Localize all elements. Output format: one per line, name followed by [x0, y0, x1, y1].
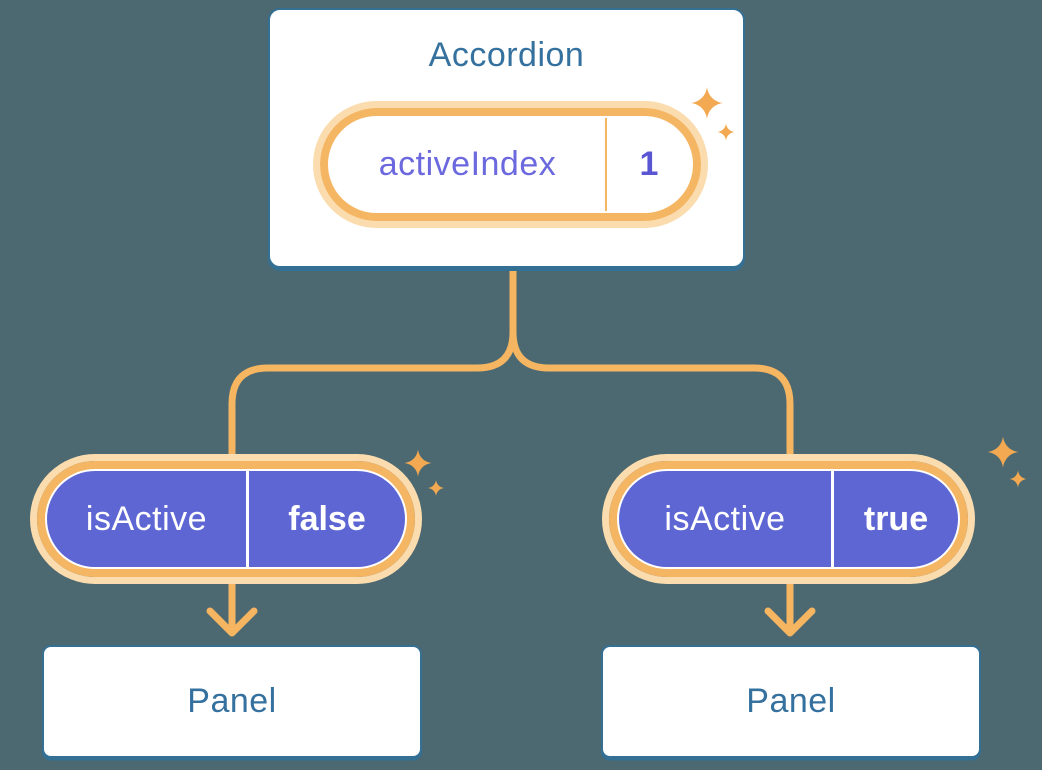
state-pill-ring: activeIndex 1: [320, 108, 701, 221]
state-pill-activeindex: activeIndex 1: [313, 101, 708, 228]
prop-pill-isactive-false: isActive false: [30, 454, 422, 584]
prop-pill-isactive-true: isActive true: [602, 454, 975, 584]
prop-pill-divider: [246, 471, 249, 567]
sparkle-icon: [691, 87, 735, 141]
connector-right-branch: [509, 256, 794, 634]
panel-title: Panel: [187, 682, 277, 720]
prop-pill-ring: isActive true: [609, 461, 968, 577]
state-value-label: 1: [639, 145, 659, 183]
arrowhead-left-icon: [206, 607, 258, 637]
panel-box-left: Panel: [42, 645, 422, 758]
prop-pill-ring: isActive false: [37, 461, 415, 577]
panel-box-right: Panel: [601, 645, 981, 758]
prop-name-label: isActive: [664, 499, 786, 538]
accordion-title: Accordion: [428, 36, 585, 74]
panel-title: Panel: [746, 682, 836, 720]
state-pill-body: activeIndex 1: [330, 118, 691, 211]
prop-value-label: true: [863, 499, 929, 538]
state-pill-divider: [605, 118, 607, 211]
sparkle-icon: [987, 436, 1027, 488]
state-name-label: activeIndex: [378, 145, 557, 183]
prop-pill-body: isActive true: [619, 471, 958, 567]
prop-name-label: isActive: [85, 499, 208, 538]
prop-pill-body: isActive false: [47, 471, 405, 567]
prop-value-label: false: [288, 499, 366, 538]
connector-left-branch: [228, 256, 517, 634]
prop-pill-divider: [831, 471, 834, 567]
sparkle-icon: [404, 449, 445, 497]
arrowhead-right-icon: [764, 607, 816, 637]
